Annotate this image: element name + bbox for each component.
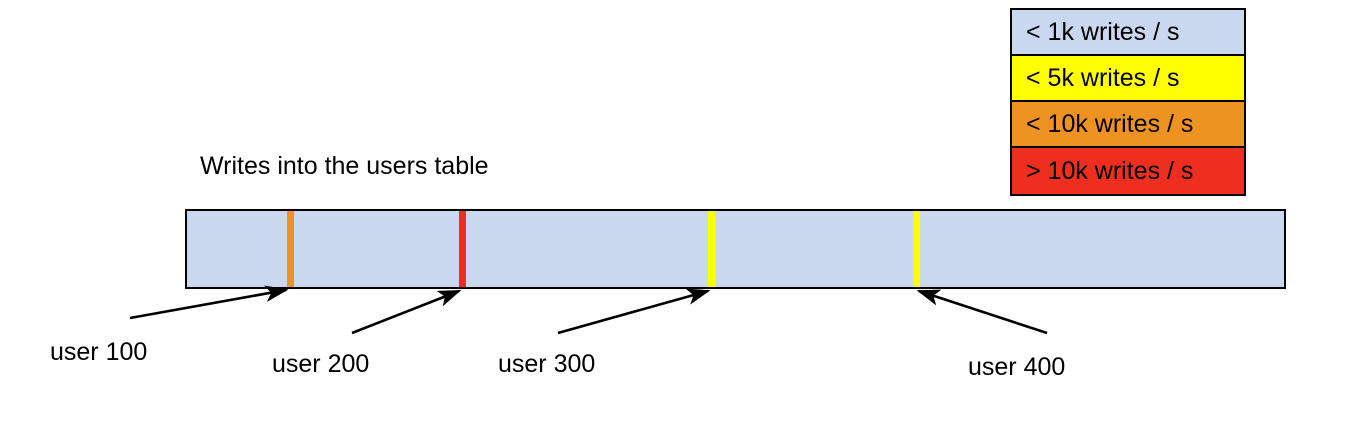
- write-rate-legend: < 1k writes / s < 5k writes / s < 10k wr…: [1010, 8, 1246, 196]
- stripe-user-300: [708, 211, 715, 287]
- legend-label-mid: < 5k writes / s: [1026, 63, 1180, 92]
- legend-row-very-high: > 10k writes / s: [1012, 148, 1244, 194]
- legend-label-high: < 10k writes / s: [1026, 109, 1194, 138]
- stripe-user-200: [459, 211, 466, 287]
- arrow-user-100: [129, 285, 289, 320]
- label-user-300: user 300: [498, 350, 596, 378]
- arrow-user-400: [916, 289, 1048, 335]
- legend-label-low: < 1k writes / s: [1026, 17, 1180, 46]
- stripe-user-400: [913, 211, 920, 287]
- legend-label-very-high: > 10k writes / s: [1026, 156, 1194, 185]
- label-user-200: user 200: [272, 350, 370, 378]
- arrow-user-200: [351, 289, 462, 335]
- stripe-user-100: [287, 211, 294, 287]
- legend-row-high: < 10k writes / s: [1012, 102, 1244, 148]
- label-user-400: user 400: [968, 353, 1066, 381]
- legend-row-mid: < 5k writes / s: [1012, 56, 1244, 102]
- arrow-user-300: [557, 288, 711, 335]
- users-table-bar: [185, 209, 1286, 289]
- label-user-100: user 100: [50, 338, 148, 366]
- legend-row-low: < 1k writes / s: [1012, 10, 1244, 56]
- chart-title: Writes into the users table: [200, 152, 489, 180]
